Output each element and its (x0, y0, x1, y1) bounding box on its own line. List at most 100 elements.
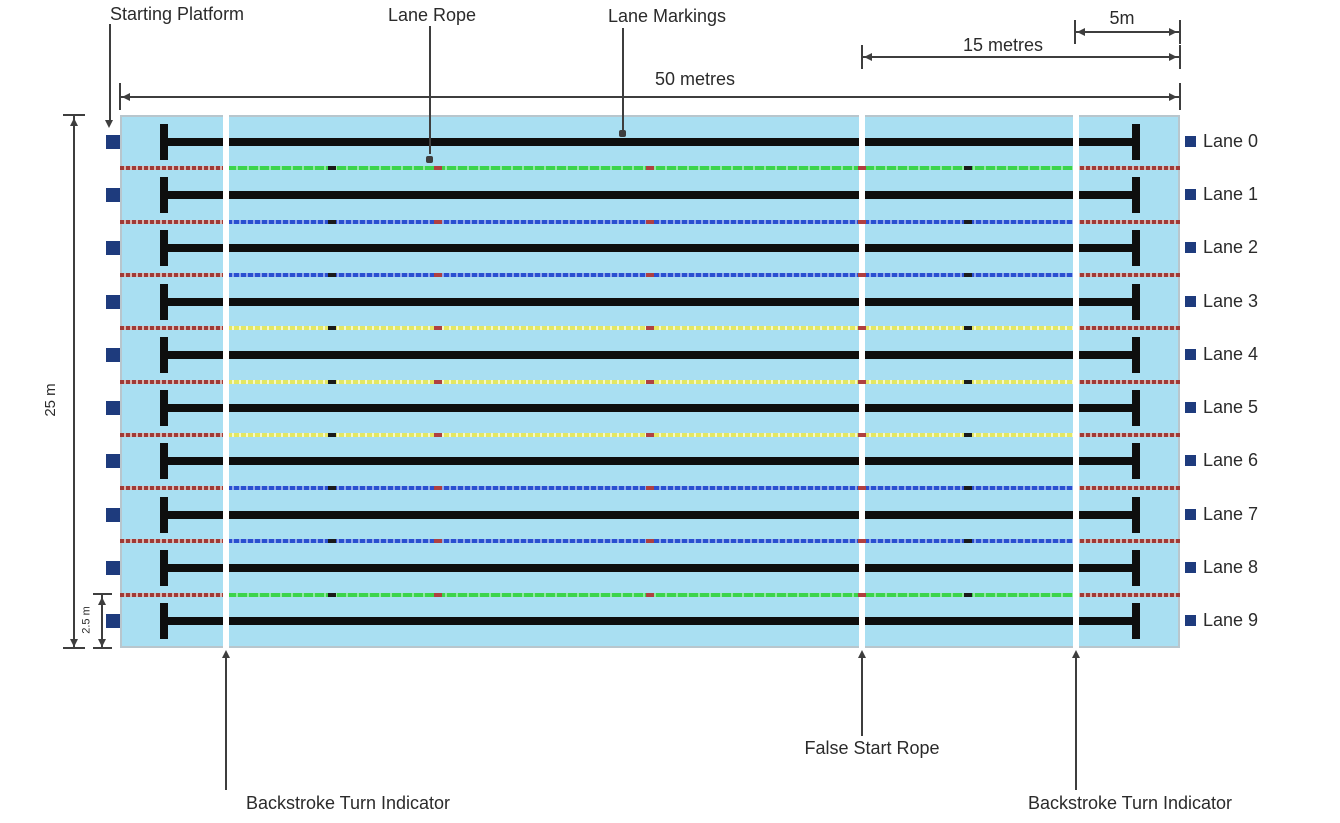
lane-label-bullet (1185, 242, 1196, 254)
backstroke-flag-distance-tick-right (1179, 20, 1181, 44)
lane-label: Lane 9 (1203, 610, 1259, 631)
lane-marking-end-cap-left (160, 550, 168, 587)
pool-width-tick-top (63, 114, 85, 116)
backstroke-flag-distance-arrow-right-icon (1169, 28, 1177, 36)
lane-rope-end-segment (120, 166, 227, 171)
lane-label: Lane 0 (1203, 130, 1259, 151)
lane-marking-end-cap-right (1132, 443, 1140, 480)
lane-rope-marker-red (858, 379, 866, 384)
lane-rope-marker-red (434, 166, 442, 171)
backstroke-right-leader-line (1075, 652, 1077, 790)
pool-width-arrow-bottom-icon (70, 639, 78, 647)
lane-rope-marker-red (434, 539, 442, 544)
lane-marking-end-cap-right (1132, 336, 1140, 373)
lane-label-bullet (1185, 402, 1196, 414)
false-start-rope-label: False Start Rope (804, 738, 940, 758)
false-start-rope-leader-line (861, 652, 863, 736)
lane-rope-marker-dark (964, 379, 972, 384)
lane-rope-end-segment (1074, 379, 1180, 384)
lane-rope-label: Lane Rope (387, 5, 477, 25)
lane-rope-marker-red (646, 486, 654, 491)
lane-label: Lane 4 (1203, 343, 1259, 364)
false-start-distance-arrow-right-icon (1169, 53, 1177, 61)
lane-rope-marker-dark (328, 379, 336, 384)
lane-rope-marker-red (434, 219, 442, 224)
lane-marking-end-cap-right (1132, 603, 1140, 640)
starting-platform-label: Starting Platform (110, 4, 245, 24)
lane-rope-end-segment (120, 219, 227, 224)
pool-length-tick-right (1179, 83, 1181, 110)
backstroke-flag-distance-tick-left (1074, 20, 1076, 44)
backstroke-flag-distance-dimension-line (1075, 31, 1179, 33)
lane-marking-bar (160, 350, 1140, 359)
lane-rope-marker-red (858, 326, 866, 331)
lane-rope-marker-red (434, 326, 442, 331)
false-start-distance-tick-left (861, 45, 863, 69)
lane-label-bullet (1185, 508, 1196, 520)
lane-label-bullet (1185, 348, 1196, 360)
pool-length-dimension-line (121, 96, 1179, 98)
lane-label: Lane 6 (1203, 450, 1259, 471)
lane-rope-marker-red (858, 539, 866, 544)
lane-marking-end-cap-right (1132, 283, 1140, 320)
lane-rope-end-segment (1074, 219, 1180, 224)
lane-marking-bar (160, 510, 1140, 519)
starting-platform-arrow-icon (105, 120, 113, 128)
lane-marking-end-cap-right (1132, 550, 1140, 587)
lane-marking-bar (160, 137, 1140, 146)
lane-label-bullet (1185, 615, 1196, 627)
lane-rope-end-segment (1074, 592, 1180, 597)
lane-rope-marker-red (858, 486, 866, 491)
lane-label: Lane 7 (1203, 503, 1259, 524)
lane-rope-end-segment (120, 539, 227, 544)
lane-rope-end-segment (1074, 539, 1180, 544)
lane-rope-marker-dark (964, 219, 972, 224)
lane-rope-marker-red (858, 272, 866, 277)
lane-width-label: 2.5 m (80, 606, 93, 634)
lane-rope-marker-red (858, 432, 866, 437)
lane-marking-end-cap-left (160, 230, 168, 267)
lane-rope-marker-red (646, 272, 654, 277)
lane-marking-end-cap-left (160, 283, 168, 320)
lane-rope-marker-dark (964, 486, 972, 491)
lane-width-tick-bottom (93, 647, 112, 649)
pool-width-tick-bottom (63, 647, 85, 649)
lane-marking-end-cap-right (1132, 176, 1140, 213)
lane-rope-marker-red (858, 219, 866, 224)
lane-markings-leader-dot (619, 130, 626, 137)
backstroke-flag-distance-label: 5m (1109, 8, 1135, 28)
lane-markings-label: Lane Markings (607, 6, 727, 26)
pool-length-arrow-left-icon (122, 93, 130, 101)
lane-rope-marker-red (858, 166, 866, 171)
false-start-distance-dimension-line (862, 56, 1179, 58)
lane-rope-marker-red (434, 432, 442, 437)
lane-markings-leader-line (622, 28, 624, 130)
lane-marking-end-cap-left (160, 496, 168, 533)
backstroke-left-arrow-icon (222, 650, 230, 658)
backstroke-turn-indicator-line-right (1073, 113, 1079, 650)
pool-width-label: 25 m (42, 383, 59, 417)
starting-platform-block (106, 187, 120, 202)
lane-rope-end-segment (120, 326, 227, 331)
lane-label: Lane 2 (1203, 237, 1259, 258)
lane-marking-end-cap-left (160, 123, 168, 160)
lane-marking-end-cap-right (1132, 496, 1140, 533)
lane-marking-end-cap-left (160, 336, 168, 373)
starting-platform-block (106, 294, 120, 309)
lane-rope-marker-dark (328, 539, 336, 544)
lane-width-arrow-top-icon (98, 597, 106, 605)
lane-rope-marker-red (646, 326, 654, 331)
pool-length-label: 50 metres (654, 69, 736, 89)
lane-rope-marker-red (646, 539, 654, 544)
starting-platform-block (106, 454, 120, 469)
lane-rope-end-segment (120, 486, 227, 491)
lane-rope-marker-red (434, 272, 442, 277)
lane-rope-end-segment (120, 272, 227, 277)
false-start-distance-label: 15 metres (962, 35, 1044, 55)
lane-rope-marker-dark (328, 326, 336, 331)
lane-marking-end-cap-right (1132, 390, 1140, 427)
lane-rope-marker-red (434, 379, 442, 384)
lane-rope-end-segment (1074, 166, 1180, 171)
lane-rope-marker-dark (328, 272, 336, 277)
